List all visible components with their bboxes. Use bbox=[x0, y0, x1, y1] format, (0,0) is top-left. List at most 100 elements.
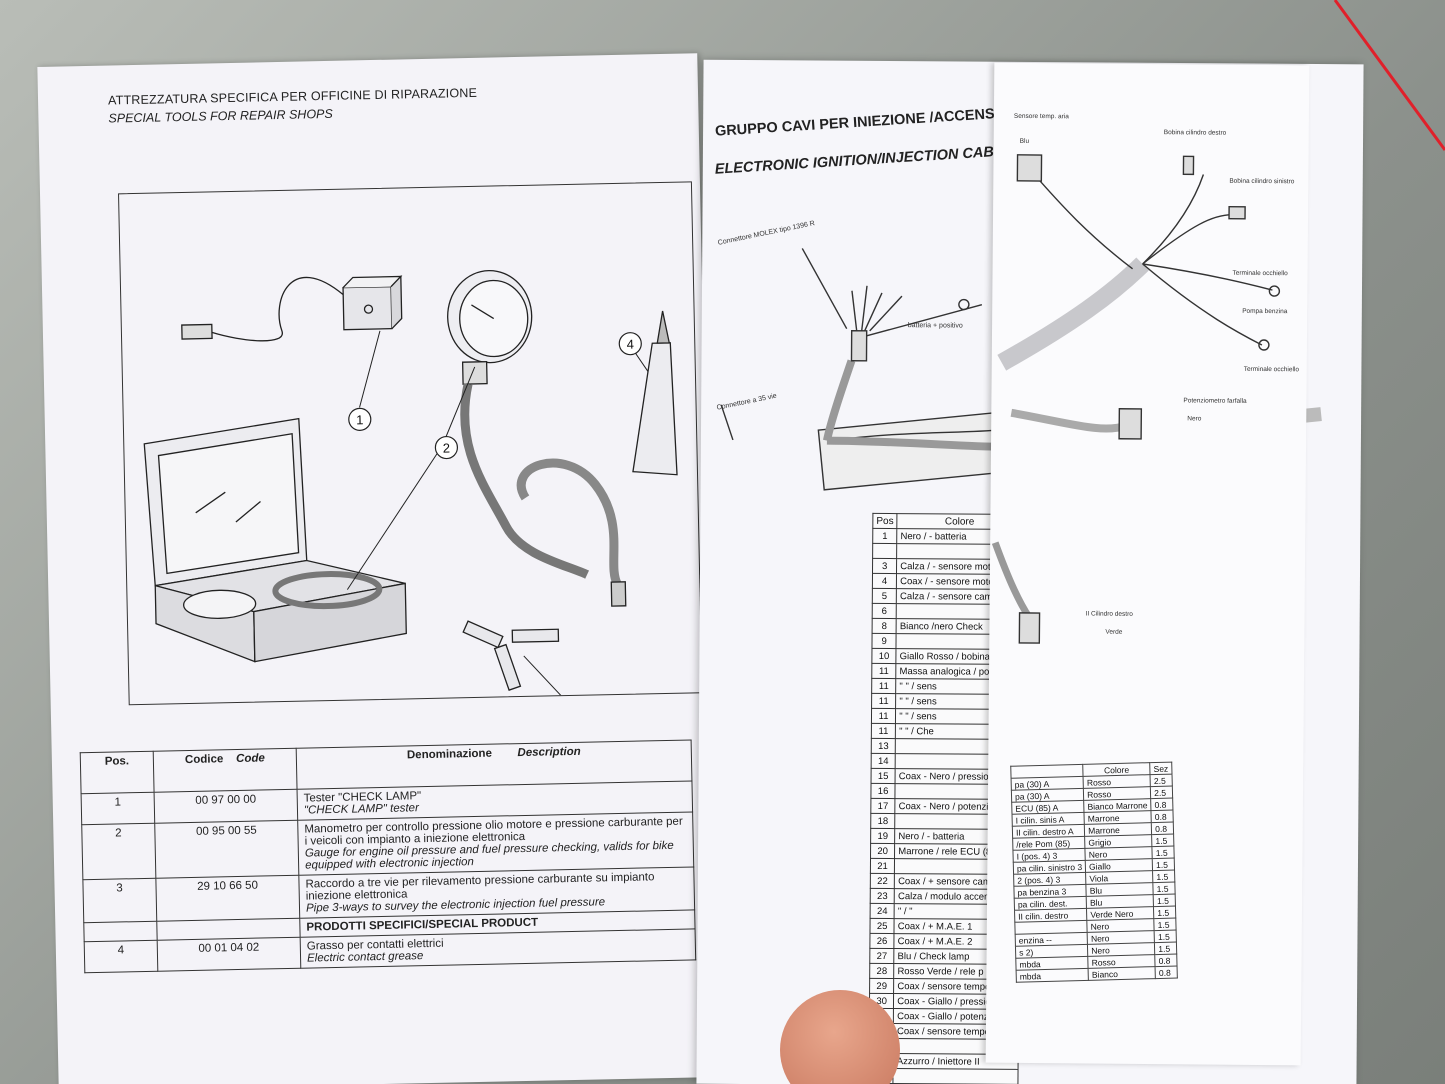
cable-pos: 11 bbox=[871, 678, 897, 694]
cable-pos: 25 bbox=[869, 918, 895, 934]
tools-table: Pos. Codice Code Denominazione Descripti… bbox=[80, 739, 696, 973]
cable-pos: 24 bbox=[870, 903, 895, 919]
cable-pos: 8 bbox=[872, 618, 897, 634]
color-section: 1.5 bbox=[1152, 846, 1175, 859]
color-section: 2.5 bbox=[1150, 786, 1173, 799]
label-potenziometro: Potenziometro farfalla bbox=[1183, 397, 1247, 405]
cable-pos: 27 bbox=[869, 948, 895, 964]
cable-pos: 13 bbox=[871, 738, 896, 754]
color-section: 0.8 bbox=[1155, 966, 1178, 979]
label-terminale-2: Terminale occhiello bbox=[1244, 366, 1300, 373]
row-pos: 3 bbox=[82, 878, 157, 923]
grease-tube-drawing bbox=[632, 310, 678, 476]
cable-pos: 19 bbox=[870, 828, 895, 844]
color-section: 0.8 bbox=[1151, 810, 1174, 823]
color-desc: mbda bbox=[1016, 968, 1089, 983]
cable-pos: 18 bbox=[870, 813, 896, 829]
cable-pos: 28 bbox=[869, 963, 895, 979]
cable-pos: 9 bbox=[871, 633, 897, 649]
red-cover-edge bbox=[1333, 0, 1445, 151]
label-bobina-sinistro: Bobina cilindro sinistro bbox=[1229, 178, 1294, 186]
label-blu: Blu bbox=[1020, 138, 1030, 145]
color-section: 1.5 bbox=[1152, 870, 1175, 883]
three-way-pipe-drawing bbox=[462, 620, 560, 691]
label-verde: Verde bbox=[1105, 629, 1122, 636]
molex-connector-label: Connettore MOLEX tipo 1396 R bbox=[717, 220, 815, 247]
battery-label: batteria + positivo bbox=[908, 322, 963, 329]
color-section: 1.5 bbox=[1153, 906, 1176, 919]
label-terminale-1: Terminale occhiello bbox=[1233, 270, 1289, 277]
color-section: 2.5 bbox=[1150, 774, 1173, 787]
check-lamp-tester-drawing bbox=[181, 274, 403, 342]
cable-pos: 23 bbox=[870, 888, 895, 904]
label-sensore-aria: Sensore temp. aria bbox=[1014, 113, 1069, 120]
color-name: Bianco bbox=[1088, 966, 1156, 981]
cable-pos bbox=[872, 543, 897, 559]
callout-4-label: 4 bbox=[627, 337, 635, 352]
col-denominazione-label: Denominazione bbox=[406, 747, 493, 762]
cable-pos: 26 bbox=[869, 933, 895, 949]
color-section: 1.5 bbox=[1154, 918, 1176, 931]
color-section: 0.8 bbox=[1154, 954, 1177, 967]
tools-illustration: 1 2 3 4 bbox=[118, 181, 703, 706]
left-page: ATTREZZATURA SPECIFICA PER OFFICINE DI R… bbox=[37, 53, 719, 1084]
row-code: 29 10 66 50 bbox=[155, 875, 300, 922]
cable-pos: 29 bbox=[869, 978, 894, 994]
cable-pos: 1 bbox=[872, 528, 898, 544]
callout-1-label: 1 bbox=[356, 412, 364, 427]
color-section: 0.8 bbox=[1150, 798, 1173, 811]
color-section: 0.8 bbox=[1151, 822, 1174, 835]
col-codice-label: Codice bbox=[184, 753, 224, 767]
cable-pos: 4 bbox=[872, 573, 897, 589]
col-code-label: Code bbox=[235, 752, 265, 766]
color-section: 1.5 bbox=[1154, 942, 1177, 955]
color-section: 1.5 bbox=[1154, 930, 1177, 943]
callout-3 bbox=[568, 695, 592, 705]
color-section: 1.5 bbox=[1153, 882, 1176, 895]
callout-4 bbox=[618, 332, 642, 356]
cable-pos: 11 bbox=[871, 693, 896, 709]
callout-2 bbox=[434, 435, 459, 460]
finger bbox=[780, 990, 900, 1084]
callout-3-label: 3 bbox=[576, 700, 584, 705]
connector-35-label: Connettore a 35 vie bbox=[716, 393, 777, 412]
col-code: Codice Code bbox=[153, 748, 298, 793]
cable-pos: 21 bbox=[870, 858, 895, 874]
cable-pos: 6 bbox=[872, 603, 897, 619]
cable-pos: 11 bbox=[871, 663, 897, 679]
callout-1 bbox=[348, 407, 372, 431]
cable-pos: 5 bbox=[872, 588, 897, 604]
row-code: 00 97 00 00 bbox=[154, 789, 298, 824]
label-pompa: Pompa benzina bbox=[1242, 308, 1288, 315]
carry-case-drawing bbox=[143, 417, 407, 663]
overlay-page: Sensore temp. aria Blu Bobina cilindro d… bbox=[985, 62, 1310, 1066]
row-code: 00 95 00 55 bbox=[154, 820, 299, 879]
overlay-wiring-drawing: Sensore temp. aria Blu Bobina cilindro d… bbox=[991, 113, 1300, 644]
header-english: SPECIAL TOOLS FOR REPAIR SHOPS bbox=[108, 106, 333, 126]
col-description-label: Description bbox=[517, 745, 581, 760]
tools-drawing: 1 2 3 4 bbox=[143, 269, 678, 705]
col-pos: Pos. bbox=[80, 751, 155, 794]
cable-pos: 16 bbox=[870, 783, 896, 799]
label-cilindro-destro: II Cilindro destro bbox=[1086, 610, 1134, 617]
cable-pos: 22 bbox=[870, 873, 895, 889]
label-bobina-destro: Bobina cilindro destro bbox=[1164, 129, 1227, 137]
cable-color bbox=[893, 1068, 1019, 1084]
cable-pos: 17 bbox=[870, 798, 896, 814]
color-section: 1.5 bbox=[1153, 894, 1176, 907]
row-pos: 4 bbox=[84, 940, 158, 973]
cable-pos: 10 bbox=[871, 648, 897, 664]
label-nero: Nero bbox=[1187, 415, 1202, 422]
color-section: 1.5 bbox=[1152, 858, 1175, 871]
cable-pos: 3 bbox=[872, 558, 897, 574]
col-sez: Sez bbox=[1149, 762, 1172, 775]
color-section: 1.5 bbox=[1151, 834, 1174, 847]
cable-pos: 20 bbox=[870, 843, 895, 859]
row-pos: 2 bbox=[81, 823, 156, 880]
callout-2-label: 2 bbox=[443, 440, 451, 455]
cable-pos: 11 bbox=[871, 723, 896, 739]
cable-pos: 15 bbox=[871, 768, 896, 784]
cable-pos: 14 bbox=[871, 753, 896, 769]
